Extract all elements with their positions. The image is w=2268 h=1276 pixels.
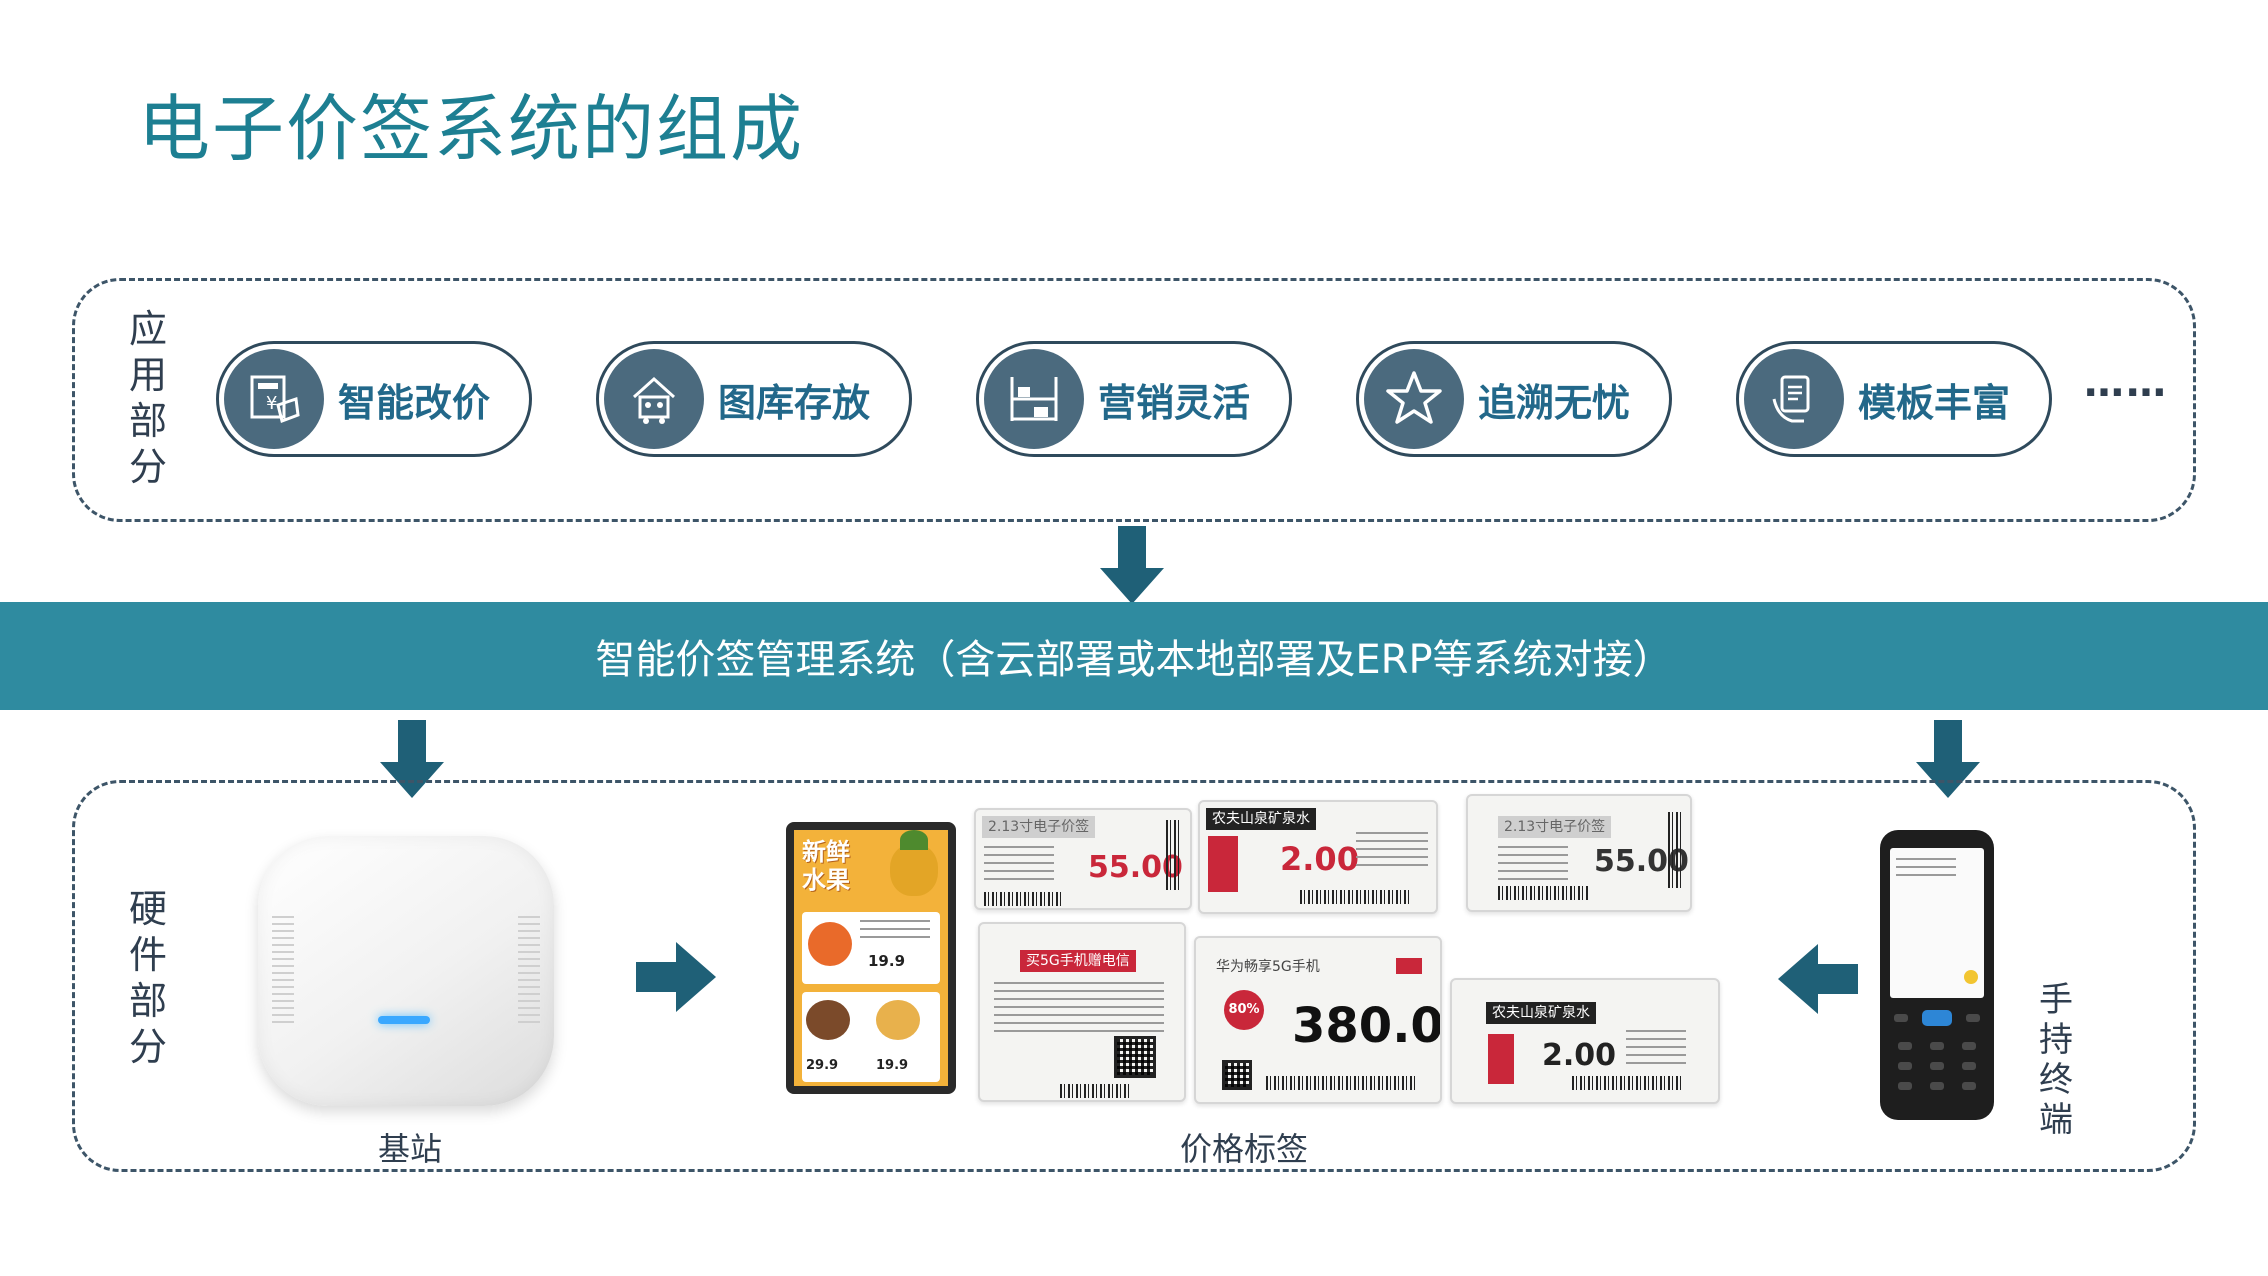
app-item-label: 追溯无忧 [1478, 380, 1631, 425]
app-item-rich-templates[interactable]: 模板丰富 [1736, 341, 2052, 457]
template-hand-icon [1744, 349, 1844, 449]
arrow-down-icon [1100, 526, 1164, 604]
price-tag-4: 买5G手机赠电信 [978, 922, 1186, 1102]
price-tag-1: 2.13寸电子价签 55.00 [974, 808, 1192, 910]
arrow-down-icon [1916, 720, 1980, 798]
price-tag-5: 华为畅享5G手机 80% 380.00 [1194, 936, 1442, 1104]
app-item-label: 模板丰富 [1858, 380, 2011, 425]
base-station-image [258, 836, 554, 1106]
handheld-terminal [1880, 830, 1994, 1120]
tag-header: 华为畅享5G手机 [1216, 959, 1320, 975]
management-system-text: 智能价签管理系统（含云部署或本地部署及ERP等系统对接） [595, 637, 1673, 683]
tablet-price-c: 19.9 [876, 1058, 909, 1073]
tag-header: 2.13寸电子价签 [982, 816, 1096, 838]
hardware-section [72, 780, 2196, 1172]
svg-text:¥: ¥ [266, 393, 277, 414]
app-item-traceability[interactable]: 追溯无忧 [1356, 341, 1672, 457]
management-system-banner: 智能价签管理系统（含云部署或本地部署及ERP等系统对接） [0, 602, 2268, 710]
tag-price: 380.00 [1292, 998, 1442, 1054]
page-title: 电子价签系统的组成 [138, 87, 805, 171]
price-tag-6: 农夫山泉矿泉水 2.00 [1450, 978, 1720, 1104]
app-item-flexible-marketing[interactable]: 营销灵活 [976, 341, 1292, 457]
price-tag-label: 价格标签 [1180, 1130, 1309, 1168]
led-indicator [378, 1016, 430, 1024]
price-tag-3: 2.13寸电子价签 55.00 [1466, 794, 1692, 912]
tag-header: 农夫山泉矿泉水 [1206, 808, 1316, 830]
application-section [72, 278, 2196, 522]
tag-header: 2.13寸电子价签 [1498, 816, 1612, 838]
shelf-marketing-icon [984, 349, 1084, 449]
handheld-screen [1890, 848, 1984, 998]
arrow-right-icon [636, 942, 716, 1012]
app-item-label: 营销灵活 [1098, 380, 1251, 425]
tag-header: 买5G手机赠电信 [1020, 950, 1136, 972]
discount-badge: 80% [1224, 990, 1264, 1030]
app-item-smart-repricing[interactable]: ¥ 智能改价 [216, 341, 532, 457]
hardware-section-label: 硬 件 部 分 [128, 887, 167, 1069]
arrow-down-icon [380, 720, 444, 798]
qr-code [1114, 1036, 1156, 1078]
tablet-title: 新鲜 水果 [802, 838, 850, 894]
app-item-label: 图库存放 [718, 380, 871, 425]
price-change-icon: ¥ [224, 349, 324, 449]
app-item-gallery-storage[interactable]: 图库存放 [596, 341, 912, 457]
handheld-label: 手 持 终 端 [2039, 980, 2073, 1140]
display-tablet: 新鲜 水果 19.9 29.9 19.9 [786, 822, 956, 1094]
application-section-label: 应 用 部 分 [128, 307, 167, 489]
star-icon [1364, 349, 1464, 449]
tag-header: 农夫山泉矿泉水 [1486, 1002, 1596, 1024]
price-tag-2: 农夫山泉矿泉水 2.00 [1198, 800, 1438, 914]
app-item-label: 智能改价 [338, 380, 491, 425]
arrow-left-icon [1778, 944, 1858, 1014]
tag-price: 2.00 [1542, 1038, 1617, 1073]
base-station-label: 基站 [378, 1130, 443, 1168]
gallery-store-icon [604, 349, 704, 449]
qr-code [1222, 1060, 1252, 1090]
tablet-price-a: 19.9 [868, 952, 906, 970]
tag-price: 2.00 [1280, 840, 1359, 878]
tablet-price-b: 29.9 [806, 1058, 839, 1073]
more-items-ellipsis: …… [2084, 360, 2168, 406]
